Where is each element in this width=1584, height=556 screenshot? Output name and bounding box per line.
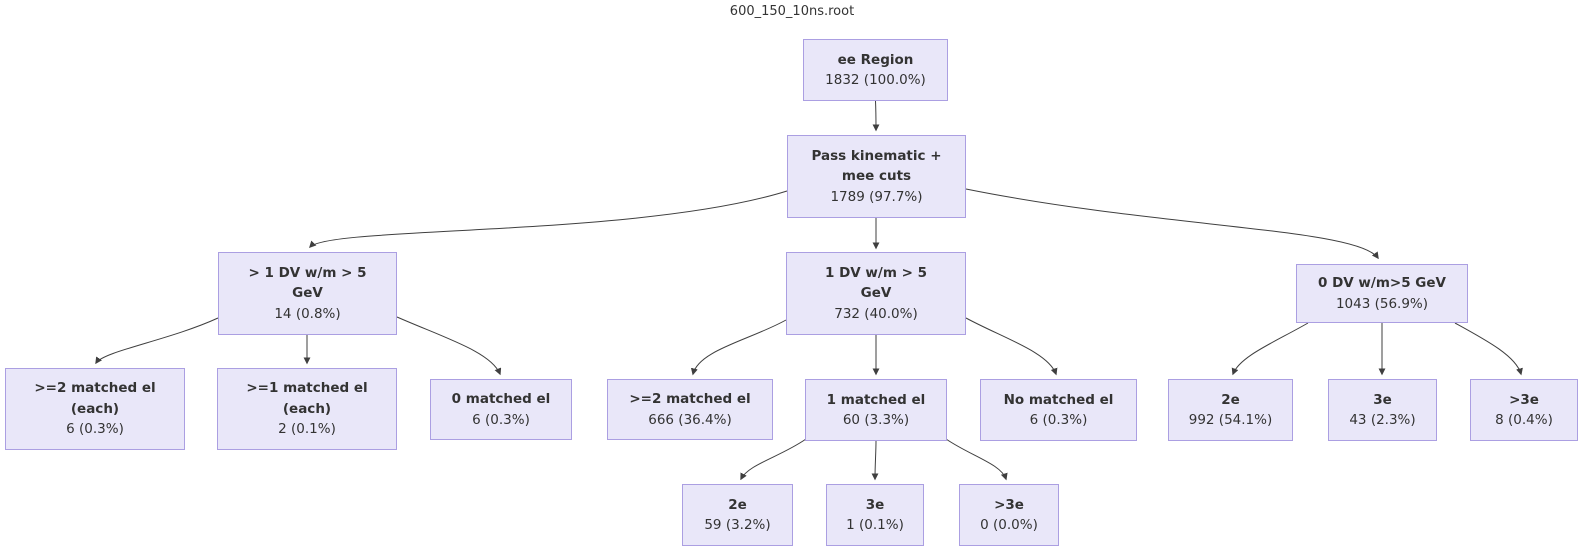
- node-label: >3e: [1509, 391, 1539, 408]
- node-ee_region: ee Region 1832 (100.0%): [803, 39, 948, 101]
- edge-gt1_dv-to-ge2_matched_each: [95, 317, 219, 365]
- node-label: >3e: [994, 496, 1024, 513]
- node-three_e_1m: 3e 1 (0.1%): [826, 484, 924, 546]
- node-label: 0 matched el: [451, 391, 551, 407]
- edge-zero_dv-to-gt3_e_0dv: [1454, 322, 1523, 376]
- node-two_e_1m: 2e 59 (3.2%): [682, 484, 793, 546]
- node-count: 1832 (100.0%): [825, 72, 926, 88]
- node-count: 1043 (56.9%): [1335, 295, 1429, 312]
- node-zero_matched: 0 matched el 6 (0.3%): [430, 379, 572, 440]
- node-count: 2 (0.1%): [278, 421, 336, 438]
- node-count: 1 (0.1%): [846, 517, 904, 533]
- node-one_matched: 1 matched el 60 (3.3%): [805, 379, 947, 441]
- node-zero_dv: 0 DV w/m>5 GeV 1043 (56.9%): [1296, 264, 1468, 323]
- node-count: 6 (0.3%): [1029, 412, 1088, 428]
- node-label: No matched el: [1003, 391, 1114, 408]
- edge-one_dv-to-ge2_matched: [690, 319, 787, 376]
- node-label: >=2 matched el: [629, 391, 751, 407]
- node-label: 1 matched el: [826, 391, 926, 408]
- edge-gt1_dv-to-zero_matched: [396, 316, 502, 376]
- node-count: 1789 (97.7%): [830, 188, 923, 205]
- node-no_matched: No matched el 6 (0.3%): [980, 379, 1137, 441]
- node-label: Pass kinematic + mee cuts: [811, 147, 942, 185]
- node-gt3_e_0dv: >3e 8 (0.4%): [1470, 379, 1578, 441]
- node-count: 666 (36.4%): [648, 411, 732, 428]
- node-label: ee Region: [837, 51, 914, 68]
- node-count: 14 (0.8%): [274, 305, 341, 322]
- edge-one_matched-to-gt3_e_1m: [945, 438, 1008, 481]
- node-pass_kinematic: Pass kinematic + mee cuts 1789 (97.7%): [787, 135, 966, 218]
- node-two_e_0dv: 2e 992 (54.1%): [1168, 379, 1293, 441]
- node-label: 3e: [865, 496, 885, 513]
- node-count: 8 (0.4%): [1495, 412, 1553, 428]
- node-label: > 1 DV w/m > 5 GeV: [248, 264, 367, 302]
- node-label: 1 DV w/m > 5 GeV: [824, 264, 928, 302]
- edge-ee_region-to-pass_kinematic: [872, 100, 880, 132]
- edge-one_dv-to-no_matched: [965, 317, 1058, 376]
- node-count: 0 (0.0%): [980, 517, 1038, 533]
- node-label: 2e: [728, 496, 747, 513]
- node-label: >=1 matched el (each): [246, 380, 368, 417]
- node-one_dv: 1 DV w/m > 5 GeV 732 (40.0%): [786, 252, 966, 335]
- edge-pass_kinematic-to-gt1_dv: [309, 190, 788, 249]
- node-count: 59 (3.2%): [704, 517, 771, 533]
- diagram-title: 600_150_10ns.root: [729, 4, 855, 19]
- node-label: >=2 matched el (each): [34, 380, 156, 417]
- node-gt3_e_1m: >3e 0 (0.0%): [959, 484, 1059, 546]
- node-label: 2e: [1221, 391, 1240, 408]
- node-ge2_matched_each: >=2 matched el (each) 6 (0.3%): [5, 368, 185, 450]
- node-ge1_matched_each: >=1 matched el (each) 2 (0.1%): [217, 368, 397, 450]
- node-ge2_matched: >=2 matched el 666 (36.4%): [607, 379, 773, 440]
- edge-one_matched-to-three_e_1m: [871, 440, 879, 481]
- node-count: 732 (40.0%): [834, 305, 918, 322]
- edge-zero_dv-to-two_e_0dv: [1231, 322, 1309, 376]
- node-label: 0 DV w/m>5 GeV: [1317, 275, 1446, 291]
- node-label: 3e: [1373, 391, 1392, 408]
- node-count: 60 (3.3%): [842, 412, 910, 428]
- node-count: 6 (0.3%): [66, 421, 124, 438]
- node-count: 6 (0.3%): [472, 411, 530, 428]
- node-count: 992 (54.1%): [1188, 412, 1273, 428]
- node-gt1_dv: > 1 DV w/m > 5 GeV 14 (0.8%): [218, 252, 397, 335]
- node-count: 43 (2.3%): [1349, 412, 1416, 428]
- edge-pass_kinematic-to-zero_dv: [965, 188, 1379, 260]
- node-three_e_0dv: 3e 43 (2.3%): [1328, 379, 1437, 441]
- edge-one_matched-to-two_e_1m: [740, 438, 807, 481]
